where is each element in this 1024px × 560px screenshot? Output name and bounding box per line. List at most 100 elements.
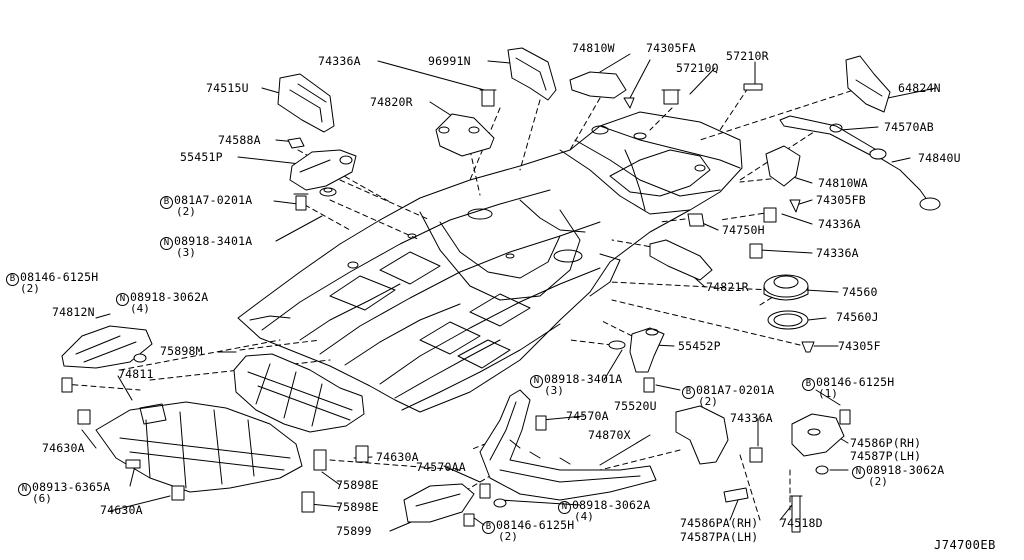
qty-08918-3062A-bottom: (4): [574, 510, 594, 523]
part-74810WA-bracket: [765, 145, 801, 187]
label-96991N: 96991N: [428, 54, 471, 68]
part-75898E-clip-b: [301, 491, 315, 513]
diagram-code: J74700EB: [934, 538, 996, 552]
label-74840U: 74840U: [918, 151, 961, 165]
qty-081A7-left: (2): [176, 205, 196, 218]
n-mark-icon: N: [18, 483, 31, 496]
part-08918-nut-right: [815, 465, 829, 475]
label-74821R: 74821R: [706, 280, 749, 294]
qty-08146-left: (2): [20, 282, 40, 295]
part-08918-nut-left2: [133, 353, 147, 363]
label-74570AB: 74570AB: [884, 120, 934, 134]
label-55451P: 55451P: [180, 150, 223, 164]
qty-08918-3401A-mid: (3): [544, 384, 564, 397]
b-mark-icon: B: [682, 386, 695, 399]
part-74821R-bracket: [649, 239, 713, 281]
label-74810W: 74810W: [572, 41, 615, 55]
label-74336A-r3: 74336A: [730, 411, 773, 425]
b-mark-icon: B: [802, 378, 815, 391]
qty-08913-6365A: (6): [32, 492, 52, 505]
part-74305FB-clip: [789, 199, 801, 213]
label-74586PA-rh: 74586PA(RH): [680, 516, 759, 530]
part-64824N-bracket: [845, 55, 891, 113]
part-74336A-bolt-r1: [763, 207, 777, 223]
part-081A7-bolt-left: [293, 193, 309, 211]
part-74336A-bracket-top: [507, 47, 557, 101]
label-74570AA: 74570AA: [416, 460, 466, 474]
label-75899: 75899: [336, 524, 372, 538]
label-74305FA: 74305FA: [646, 41, 696, 55]
n-mark-icon: N: [116, 293, 129, 306]
label-74587P-lh: 74587P(LH): [850, 449, 922, 463]
part-75898E-clip-a: [313, 449, 327, 471]
part-74811-undercover: [95, 401, 303, 493]
part-74336A-bolt-r3: [749, 447, 763, 463]
label-74810WA: 74810WA: [818, 176, 868, 190]
part-74586P-bracket: [791, 413, 845, 457]
n-mark-icon: N: [558, 501, 571, 514]
part-55452P-bracket: [629, 327, 665, 373]
label-74630A-a: 74630A: [42, 441, 85, 455]
part-75898M-undercover: [233, 353, 365, 433]
part-74336A-bolt-r2: [749, 243, 763, 259]
part-57210R-pin: [743, 83, 763, 91]
n-mark-icon: N: [160, 237, 173, 250]
label-74560J: 74560J: [836, 310, 879, 324]
label-74630A-b: 74630A: [376, 450, 419, 464]
b-mark-icon: B: [160, 196, 173, 209]
part-74560J-seal: [767, 310, 809, 330]
qty-081A7-mid: (2): [698, 395, 718, 408]
part-75520U-bracket: [675, 405, 729, 465]
part-08146-bolt-left: [61, 377, 73, 393]
part-08146-bolt-bottom: [463, 513, 475, 527]
part-75899-cover: [403, 483, 475, 523]
part-74570A-clip: [535, 415, 547, 431]
part-74570AB-strap: [779, 115, 881, 159]
part-74630A-bolt-a: [77, 409, 91, 425]
part-08918-nut-mid: [608, 340, 626, 350]
label-74630A-c: 74630A: [100, 503, 143, 517]
part-55451P-bracket: [289, 149, 357, 191]
part-74840U-cable: [869, 148, 941, 211]
label-74587PA-lh: 74587PA(LH): [680, 530, 759, 544]
n-mark-icon: N: [852, 466, 865, 479]
label-74560: 74560: [842, 285, 878, 299]
label-74305FB: 74305FB: [816, 193, 866, 207]
label-64824N: 64824N: [898, 81, 941, 95]
label-57210R: 57210R: [726, 49, 769, 63]
part-74515U-bracket: [277, 73, 335, 133]
label-74750H: 74750H: [722, 223, 765, 237]
part-74820R-bracket: [435, 113, 495, 157]
label-55452P: 55452P: [678, 339, 721, 353]
part-74570AA-clip: [479, 483, 491, 499]
label-74870X: 74870X: [588, 428, 631, 442]
part-74588A-clip: [287, 137, 305, 149]
label-74812N: 74812N: [52, 305, 95, 319]
label-74820R: 74820R: [370, 95, 413, 109]
label-75520U: 75520U: [614, 399, 657, 413]
qty-08918-3401A-left: (3): [176, 246, 196, 259]
part-74870X-member: [479, 389, 657, 501]
label-74305F: 74305F: [838, 339, 881, 353]
qty-08146-bottom: (2): [498, 530, 518, 543]
qty-08146-right: (1): [818, 387, 838, 400]
part-08146-bolt-right: [839, 409, 851, 425]
b-mark-icon: B: [6, 273, 19, 286]
label-74336A-r1: 74336A: [818, 217, 861, 231]
part-74305FA-clip: [623, 97, 635, 109]
part-74518D-bolt: [789, 495, 803, 533]
label-74336A-top: 74336A: [318, 54, 361, 68]
n-mark-icon: N: [530, 375, 543, 388]
part-74586PA-clip: [723, 487, 749, 503]
part-74630A-bolt-b: [355, 445, 369, 463]
qty-08918-3062A-right: (2): [868, 475, 888, 488]
